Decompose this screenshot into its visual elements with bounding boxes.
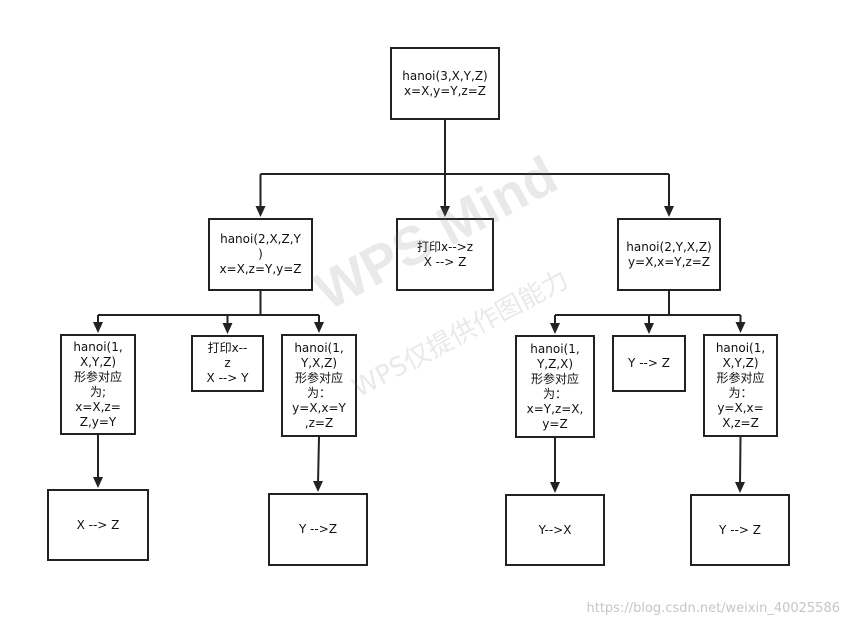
node-root[interactable]: hanoi(3,X,Y,Z) x=X,y=Y,z=Z [390,47,500,120]
node-leaf-y-to-z-f-label: Y --> Z [719,522,761,537]
node-hanoi-1-xyz-f[interactable]: hanoi(1, X,Y,Z) 形参对应 为： y=X,x= X,z=Z [703,334,778,437]
node-hanoi-1-yxz[interactable]: hanoi(1, Y,X,Z) 形参对应 为： y=X,x=Y ,z=Z [281,334,357,437]
node-leaf-x-to-z[interactable]: X --> Z [47,489,149,561]
arrowhead-icon [255,206,266,217]
node-hanoi-1-yzx-label: hanoi(1, Y,Z,X) 形参对应 为： x=Y,z=X, y=Z [526,341,584,431]
node-leaf-y-to-z-c[interactable]: Y -->Z [268,493,368,566]
node-hanoi-1-xyz-f-label: hanoi(1, X,Y,Z) 形参对应 为： y=X,x= X,z=Z [715,340,766,430]
arrowhead-icon [314,322,324,333]
node-leaf-y-to-z-f[interactable]: Y --> Z [690,494,790,566]
node-print-x-to-y-label: 打印x-- z X --> Y [206,341,249,385]
arrowhead-icon [550,482,560,493]
arrowhead-icon [93,477,103,488]
node-leaf-y-to-x-label: Y-->X [538,522,572,537]
node-hanoi-2-yxz-label: hanoi(2,Y,X,Z) y=X,x=Y,z=Z [626,239,712,269]
node-leaf-y-to-z-c-label: Y -->Z [298,522,338,536]
arrowhead-icon [644,323,654,334]
node-hanoi-2-xzy[interactable]: hanoi(2,X,Z,Y ) x=X,z=Y,y=Z [208,218,313,291]
node-hanoi-1-yzx[interactable]: hanoi(1, Y,Z,X) 形参对应 为： x=Y,z=X, y=Z [515,335,595,438]
node-hanoi-2-xzy-label: hanoi(2,X,Z,Y ) x=X,z=Y,y=Z [219,232,302,276]
arrowhead-icon [313,481,323,492]
node-hanoi-2-yxz[interactable]: hanoi(2,Y,X,Z) y=X,x=Y,z=Z [617,218,721,291]
arrowhead-icon [664,206,674,217]
node-hanoi-1-xyz-a-label: hanoi(1, X,Y,Z) 形参对应 为; x=X,z= Z,y=Y [73,339,123,429]
node-print-x-to-z-label: 打印x-->z X --> Z [416,239,474,269]
arrowhead-icon [222,323,233,334]
node-root-label: hanoi(3,X,Y,Z) x=X,y=Y,z=Z [402,68,488,98]
arrowhead-icon [550,323,560,334]
arrowhead-icon [735,322,746,333]
node-y-to-z[interactable]: Y --> Z [612,335,686,392]
node-print-x-to-y[interactable]: 打印x-- z X --> Y [191,335,264,392]
node-print-x-to-z[interactable]: 打印x-->z X --> Z [396,218,494,291]
arrowhead-icon [93,322,103,333]
edge-l2-f-to-leaf-f [739,436,742,486]
node-leaf-y-to-x[interactable]: Y-->X [505,494,605,566]
edge-l2-c-to-leaf-c [317,436,320,485]
footer-credit: https://blog.csdn.net/weixin_40025586 [586,601,840,616]
node-leaf-x-to-z-label: X --> Z [76,517,120,532]
node-hanoi-1-yxz-label: hanoi(1, Y,X,Z) 形参对应 为： y=X,x=Y ,z=Z [292,340,346,430]
node-y-to-z-label: Y --> Z [628,356,670,370]
arrowhead-icon [735,482,745,493]
arrowhead-icon [440,206,450,217]
node-hanoi-1-xyz-a[interactable]: hanoi(1, X,Y,Z) 形参对应 为; x=X,z= Z,y=Y [60,334,136,435]
